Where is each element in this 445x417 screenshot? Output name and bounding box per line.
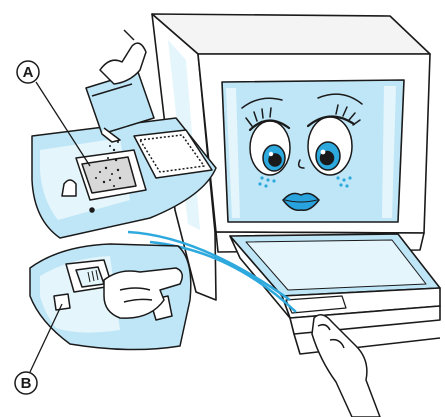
hand-pressing-icon: [312, 315, 380, 417]
release-latch: [54, 294, 70, 310]
dishwasher-top: [152, 14, 430, 54]
callout-a-label: A: [23, 64, 34, 81]
callout-b-label: B: [21, 375, 32, 392]
callout-b: B: [15, 304, 62, 394]
